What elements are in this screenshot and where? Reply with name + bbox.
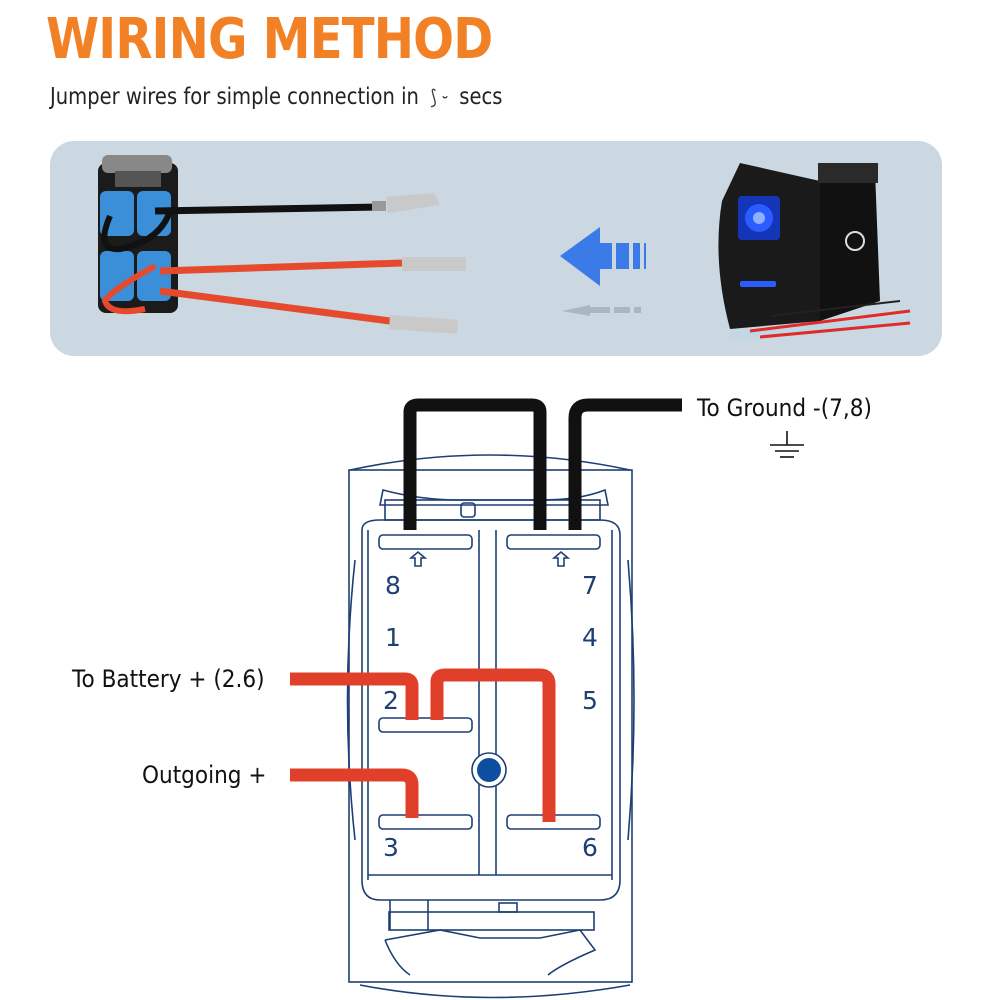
illuminated-switch-photo: [718, 163, 911, 340]
terminal-2: [378, 717, 473, 733]
photo-panel: [50, 141, 942, 356]
pin-4: 4: [582, 623, 598, 652]
ground-wire: [568, 398, 682, 530]
indicator-dot: [477, 758, 501, 782]
pin-1: 1: [385, 623, 401, 652]
page-title: WIRING METHOD: [46, 7, 493, 72]
outgoing-wire: [290, 768, 419, 818]
battery-label: To Battery + (2.6): [72, 665, 265, 693]
wiring-diagram: To Ground -(7,8) To Battery + (2.6) Outg…: [0, 360, 1000, 1000]
pin-3: 3: [383, 833, 399, 862]
subtitle-suffix: secs: [459, 84, 503, 110]
pin-5: 5: [582, 686, 598, 715]
number-glyph: ⟆ ⏑: [430, 85, 448, 109]
ground-symbol-icon: [770, 431, 804, 458]
terminal-7: [506, 534, 601, 550]
switch-back-photo: [98, 155, 466, 334]
switch-body: [348, 469, 633, 983]
subtitle: Jumper wires for simple connection in ⟆ …: [50, 86, 502, 109]
ground-jumper-wire: [403, 398, 547, 530]
pin-8: 8: [385, 571, 401, 600]
left-arrow-icon: [560, 227, 646, 316]
subtitle-text: Jumper wires for simple connection in: [50, 84, 419, 110]
terminal-3: [378, 814, 473, 830]
switch-outline: [346, 454, 635, 999]
outgoing-label: Outgoing +: [142, 761, 267, 789]
terminal-8: [378, 534, 473, 550]
ground-label: To Ground -(7,8): [697, 394, 872, 422]
battery-wire: [290, 672, 419, 720]
pin-6: 6: [582, 833, 598, 862]
battery-jumper-wire: [430, 668, 556, 822]
pin-7: 7: [582, 571, 598, 600]
pin-2: 2: [383, 686, 399, 715]
